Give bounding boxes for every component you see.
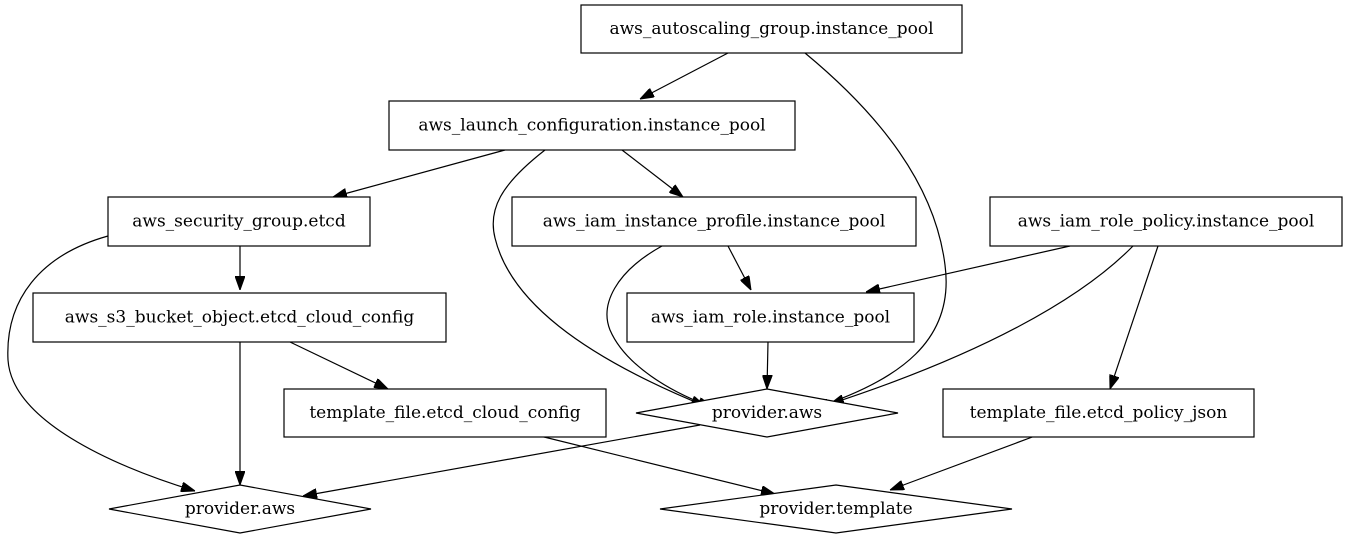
svg-text:aws_autoscaling_group.instance: aws_autoscaling_group.instance_pool — [609, 19, 933, 39]
edge-lc-to-sg — [333, 149, 506, 197]
svg-text:provider.aws: provider.aws — [712, 403, 822, 423]
edge-lc-to-provider-aws — [492, 149, 705, 406]
nodes: aws_autoscaling_group.instance_pool aws_… — [32, 4, 1343, 534]
edges — [7, 52, 1159, 496]
svg-text:aws_security_group.etcd: aws_security_group.etcd — [132, 212, 346, 232]
edge-provider-aws-to-provider-aws-lower — [303, 424, 701, 496]
edge-lc-to-iip — [621, 149, 683, 197]
node-template-file-etcd-policy-json: template_file.etcd_policy_json — [942, 388, 1255, 438]
node-provider-template: provider.template — [659, 484, 1013, 534]
svg-text:template_file.etcd_policy_json: template_file.etcd_policy_json — [970, 403, 1228, 423]
svg-text:aws_iam_role.instance_pool: aws_iam_role.instance_pool — [651, 308, 890, 328]
edge-irp-to-role — [866, 245, 1071, 292]
node-aws-iam-role: aws_iam_role.instance_pool — [626, 292, 915, 343]
svg-text:provider.aws: provider.aws — [185, 499, 295, 519]
edge-sg-to-provider-aws-lower — [7, 235, 195, 491]
svg-text:aws_s3_bucket_object.etcd_clou: aws_s3_bucket_object.etcd_cloud_config — [65, 308, 415, 328]
edge-irp-to-provider-aws — [830, 245, 1134, 404]
node-provider-aws-lower: provider.aws — [108, 484, 372, 534]
svg-text:aws_iam_role_policy.instance_p: aws_iam_role_policy.instance_pool — [1018, 212, 1315, 232]
svg-text:provider.template: provider.template — [759, 499, 912, 519]
edge-tcc-to-provider-template — [539, 435, 775, 494]
edge-s3-to-tcc — [289, 341, 388, 389]
svg-text:template_file.etcd_cloud_confi: template_file.etcd_cloud_config — [309, 403, 580, 423]
node-aws-security-group: aws_security_group.etcd — [107, 196, 371, 247]
node-aws-autoscaling-group: aws_autoscaling_group.instance_pool — [580, 4, 963, 54]
node-template-file-etcd-cloud-config: template_file.etcd_cloud_config — [283, 388, 607, 438]
edge-role-to-provider-aws — [767, 341, 768, 389]
edge-tpj-to-provider-template — [890, 435, 1036, 491]
edge-asg-to-provider-aws — [804, 52, 947, 408]
node-aws-iam-instance-profile: aws_iam_instance_profile.instance_pool — [511, 196, 917, 247]
node-aws-s3-bucket-object: aws_s3_bucket_object.etcd_cloud_config — [32, 292, 447, 343]
node-aws-iam-role-policy: aws_iam_role_policy.instance_pool — [989, 196, 1343, 247]
edge-iip-to-provider-aws — [606, 245, 712, 408]
edge-irp-to-tpj — [1110, 245, 1159, 389]
node-aws-launch-configuration: aws_launch_configuration.instance_pool — [388, 100, 796, 151]
node-provider-aws-upper: provider.aws — [635, 388, 899, 438]
edge-iip-to-role — [727, 245, 751, 290]
svg-text:aws_launch_configuration.insta: aws_launch_configuration.instance_pool — [418, 116, 765, 136]
svg-text:aws_iam_instance_profile.insta: aws_iam_instance_profile.instance_pool — [543, 212, 886, 232]
edge-asg-to-lc — [640, 52, 729, 99]
